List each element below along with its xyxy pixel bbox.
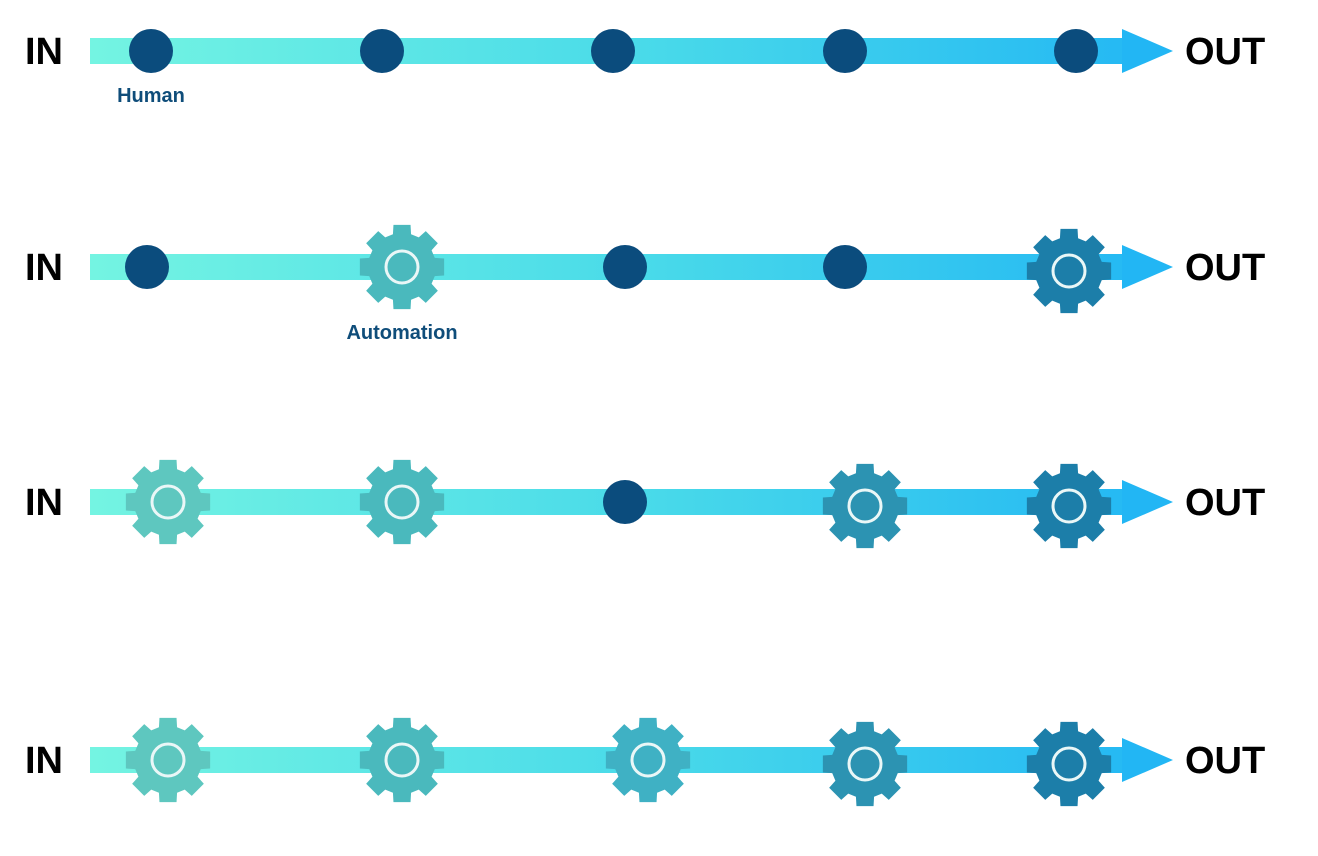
automation-gear-icon (359, 224, 445, 310)
process-row-3: IN OUT (25, 459, 1265, 549)
gear-hub (847, 746, 883, 782)
gear-hub (150, 742, 186, 778)
automation-gear-icon (822, 721, 908, 807)
human-step-node (823, 29, 867, 73)
flow-arrow-head (1122, 29, 1173, 73)
human-step-node (1054, 29, 1098, 73)
gear-hub (384, 249, 420, 285)
flow-arrow-head (1122, 738, 1173, 782)
human-step-node (360, 29, 404, 73)
human-step-node (603, 245, 647, 289)
out-label: OUT (1185, 31, 1265, 73)
automation-gear-icon (359, 717, 445, 803)
automation-gear-icon (1026, 463, 1112, 549)
human-step-node (603, 480, 647, 524)
gear-hub (384, 742, 420, 778)
out-label: OUT (1185, 482, 1265, 524)
automation-gear-icon (1026, 721, 1112, 807)
in-label: IN (25, 740, 63, 782)
automation-gear-icon (125, 717, 211, 803)
gear-hub (1051, 746, 1087, 782)
automation-gear-icon (125, 459, 211, 545)
flow-arrow-head (1122, 480, 1173, 524)
process-row-4: IN OUT (25, 717, 1265, 807)
human-label: Human (117, 85, 185, 107)
gear-hub (1051, 253, 1087, 289)
in-label: IN (25, 482, 63, 524)
flow-arrow-head (1122, 245, 1173, 289)
gear-hub (630, 742, 666, 778)
human-step-node (129, 29, 173, 73)
human-step-node (591, 29, 635, 73)
automation-label: Automation (346, 322, 457, 344)
process-row-2: IN OUT Automation (25, 224, 1265, 344)
human-step-node (125, 245, 169, 289)
out-label: OUT (1185, 247, 1265, 289)
gear-hub (847, 488, 883, 524)
automation-gear-icon (1026, 228, 1112, 314)
gear-hub (150, 484, 186, 520)
gear-hub (1051, 488, 1087, 524)
in-label: IN (25, 31, 63, 73)
in-label: IN (25, 247, 63, 289)
human-step-node (823, 245, 867, 289)
gear-hub (384, 484, 420, 520)
automation-gear-icon (605, 717, 691, 803)
out-label: OUT (1185, 740, 1265, 782)
automation-gear-icon (359, 459, 445, 545)
process-row-1: IN OUT Human (25, 29, 1265, 107)
automation-gear-icon (822, 463, 908, 549)
